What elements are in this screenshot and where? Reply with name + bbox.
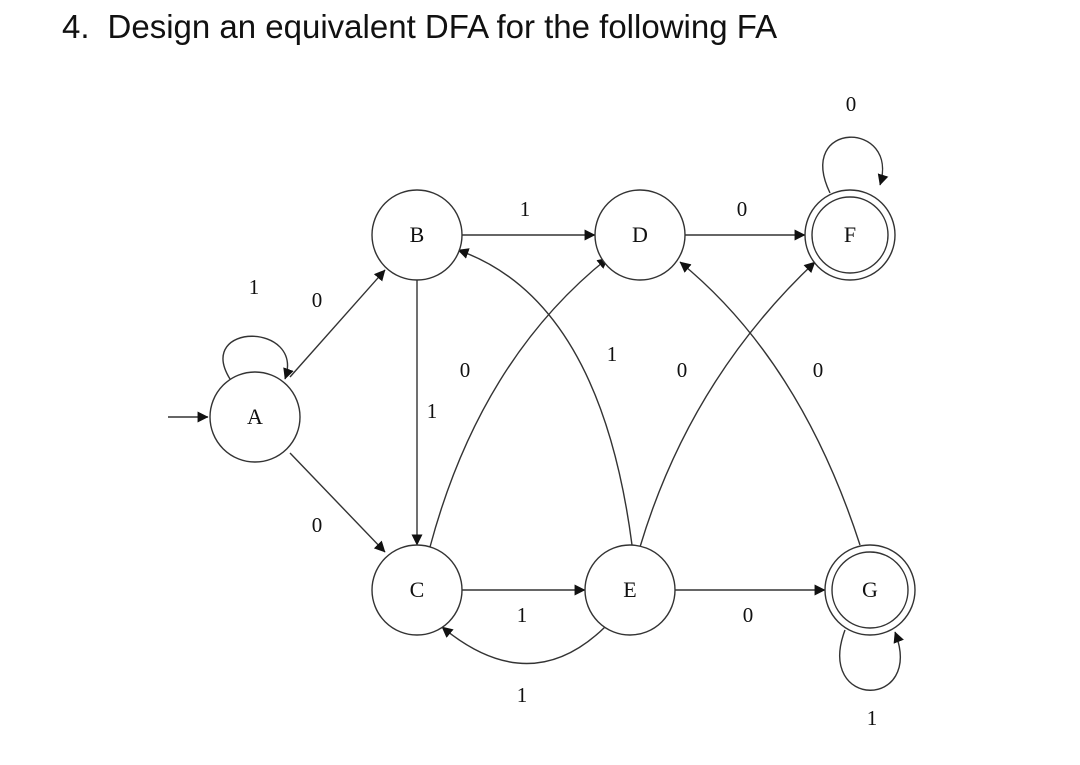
transition-label-A-B: 0	[312, 288, 323, 312]
state-label-G: G	[862, 577, 878, 602]
transition-E-B	[457, 248, 633, 546]
state-A: A	[209, 371, 301, 463]
state-B: B	[371, 189, 463, 281]
transitions-layer	[168, 136, 904, 691]
transition-G-D	[679, 261, 861, 546]
transition-label-G-G: 1	[867, 706, 878, 730]
transition-E-C	[441, 626, 606, 665]
state-label-A: A	[247, 404, 263, 429]
state-circle-A	[209, 371, 301, 463]
transition-label-B-D: 1	[520, 197, 531, 221]
question-number: 4.	[62, 8, 90, 45]
transition-label-G-D: 0	[813, 358, 824, 382]
state-D: D	[594, 189, 686, 281]
transition-label-A-A: 1	[249, 275, 260, 299]
transition-label-D-F: 0	[737, 197, 748, 221]
transition-label-E-B: 1	[607, 342, 618, 366]
state-circle-E	[584, 544, 676, 636]
state-label-D: D	[632, 222, 648, 247]
transition-A-C	[289, 452, 386, 553]
accepting-ring-F	[811, 196, 889, 274]
state-label-B: B	[410, 222, 425, 247]
state-label-E: E	[623, 577, 636, 602]
transition-label-A-C: 0	[312, 513, 323, 537]
state-circle-C	[371, 544, 463, 636]
transition-label-F-F: 0	[846, 92, 857, 116]
transition-G-G	[839, 629, 904, 691]
transition-A-B	[289, 269, 386, 378]
state-G: G	[824, 544, 916, 636]
accepting-ring-G	[831, 551, 909, 629]
state-label-F: F	[844, 222, 856, 247]
state-circle-B	[371, 189, 463, 281]
question-text: Design an equivalent DFA for the followi…	[107, 8, 778, 45]
state-C: C	[371, 544, 463, 636]
state-circle-D	[594, 189, 686, 281]
transition-A-A	[222, 335, 294, 380]
states-layer: A B C D E F G	[209, 189, 916, 636]
transition-label-C-E: 1	[517, 603, 528, 627]
transition-label-E-G: 0	[743, 603, 754, 627]
state-label-C: C	[410, 577, 425, 602]
transition-C-D	[429, 257, 609, 548]
transition-label-E-F: 0	[677, 358, 688, 382]
state-F: F	[804, 189, 896, 281]
transition-E-F	[639, 261, 816, 548]
transition-F-F	[822, 136, 889, 194]
transition-label-E-C: 1	[517, 683, 528, 707]
transition-label-B-C: 1	[427, 399, 438, 423]
question-heading: 4. Design an equivalent DFA for the follo…	[62, 8, 777, 46]
state-E: E	[584, 544, 676, 636]
transition-label-C-D: 0	[460, 358, 471, 382]
